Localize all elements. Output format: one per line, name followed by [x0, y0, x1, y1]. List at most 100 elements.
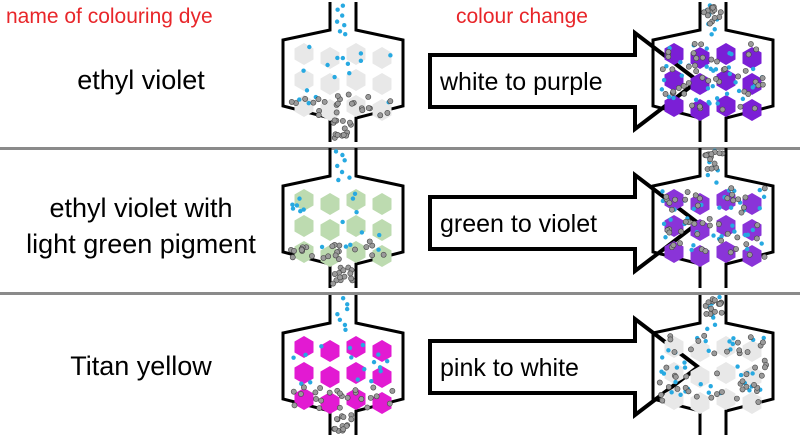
before-1-water-dot [352, 191, 358, 196]
after-2-pellet [742, 392, 762, 414]
after-0-grey-dot [680, 83, 687, 89]
after-1-grey-dot [716, 150, 723, 157]
after-1-grey-dot [669, 206, 675, 213]
before-0-grey-dot [310, 99, 317, 106]
before-1-water-dot [340, 152, 345, 158]
before-2-grey-dot [291, 402, 298, 409]
before-0-water-dot [306, 100, 311, 106]
after-2-grey-dot [718, 309, 725, 316]
after-1-grey-dot [727, 249, 734, 256]
after-0-grey-dot [713, 76, 719, 82]
dye-column-header: name of colouring dye [6, 5, 213, 28]
after-2-water-dot [705, 326, 710, 332]
after-2-grey-dot [743, 371, 750, 378]
before-0-grey-dot [334, 93, 341, 99]
before-1-grey-dot [329, 243, 336, 250]
dye-name-ethyl-violet-green-line2: light green pigment [26, 229, 256, 259]
before-0-water-dot [340, 55, 346, 61]
before-1-grey-dot [291, 248, 297, 254]
after-2-grey-dot [752, 364, 758, 371]
after-2-grey-dot [665, 384, 672, 390]
after-1-water-dot [663, 235, 668, 240]
after-0-grey-dot [670, 88, 677, 95]
before-0-grey-dot [340, 132, 347, 138]
before-2-grey-dot [336, 390, 343, 397]
after-1-grey-dot [729, 191, 735, 198]
after-0-water-dot [715, 101, 720, 106]
after-0-grey-dot [753, 46, 760, 53]
before-2-water-dot [384, 359, 390, 364]
after-1-water-dot [759, 241, 764, 246]
before-1-grey-dot [336, 242, 343, 249]
arrow-2 [428, 314, 702, 420]
after-2-water-dot [717, 294, 722, 300]
before-2-pellet [346, 336, 366, 358]
before-0-pellet [294, 69, 314, 91]
before-2-water-dot [369, 378, 374, 384]
after-1-grey-dot [708, 165, 715, 172]
after-0-column-outline [651, 2, 775, 142]
after-0-grey-dot [669, 66, 676, 73]
before-1-water-dot [336, 177, 341, 183]
after-0-water-dot [750, 85, 755, 90]
before-2-column-outline [281, 295, 405, 435]
after-2-grey-dot [685, 388, 692, 395]
before-0-water-dot [325, 62, 330, 68]
before-1-water-dot [339, 169, 345, 175]
after-0-grey-dot [735, 73, 742, 80]
after-0-grey-dot [685, 63, 692, 70]
arrow-label-1: green to violet [440, 210, 597, 238]
after-0-water-dot [712, 27, 717, 32]
before-1-water-dot [343, 244, 349, 249]
after-2-water-dot [761, 335, 766, 341]
after-1-grey-dot [738, 209, 745, 216]
after-2-grey-dot [762, 364, 768, 371]
after-2-water-dot [706, 390, 712, 395]
after-1-grey-dot [746, 251, 753, 258]
dye-name-titan-yellow: Titan yellow [70, 351, 212, 381]
after-0-water-dot [704, 64, 709, 69]
after-1-grey-dot [699, 220, 706, 226]
after-1-water-dot [689, 247, 694, 253]
after-1-grey-dot [670, 242, 677, 249]
before-2-water-dot [360, 342, 366, 348]
after-2-pellet [742, 340, 762, 362]
before-1-grey-dot [337, 274, 343, 281]
after-2-grey-dot [739, 386, 746, 393]
after-1-water-dot [660, 189, 665, 194]
after-0-grey-dot [691, 41, 698, 47]
after-2-water-dot [703, 338, 708, 344]
after-0-grey-dot [745, 91, 752, 97]
after-0-pellet [716, 95, 736, 117]
before-2-water-dot [337, 317, 343, 322]
before-0-water-dot [345, 61, 351, 67]
after-0-grey-dot [721, 65, 728, 72]
after-2-water-dot [674, 365, 680, 370]
after-1-grey-dot [692, 192, 699, 199]
before-2-grey-dot [316, 405, 323, 412]
after-0-grey-dot [708, 56, 715, 63]
before-1-grey-dot [348, 275, 355, 282]
after-0-water-dot [671, 95, 676, 101]
before-2-grey-dot [326, 389, 333, 396]
after-1-water-dot [757, 187, 762, 193]
before-1-pellet [372, 219, 392, 241]
before-2-water-dot [345, 302, 350, 307]
after-0-water-dot [736, 88, 742, 94]
before-0-grey-dot [288, 99, 295, 105]
before-2-water-dot [371, 359, 377, 365]
before-2-grey-dot [301, 384, 307, 391]
before-0-pellet [372, 73, 392, 95]
before-1-water-dot [333, 149, 339, 154]
before-2-water-dot [335, 311, 340, 317]
after-1-grey-dot [740, 204, 747, 211]
before-0-water-dot [297, 97, 302, 102]
before-0-grey-dot [359, 107, 366, 114]
before-1-water-dot [290, 202, 295, 207]
before-2-water-dot [355, 377, 360, 382]
before-2-grey-dot [358, 396, 365, 402]
after-1-water-dot [761, 194, 767, 200]
after-1-grey-dot [666, 229, 673, 236]
after-2-water-dot [730, 341, 736, 347]
before-0-pellet [372, 47, 392, 69]
